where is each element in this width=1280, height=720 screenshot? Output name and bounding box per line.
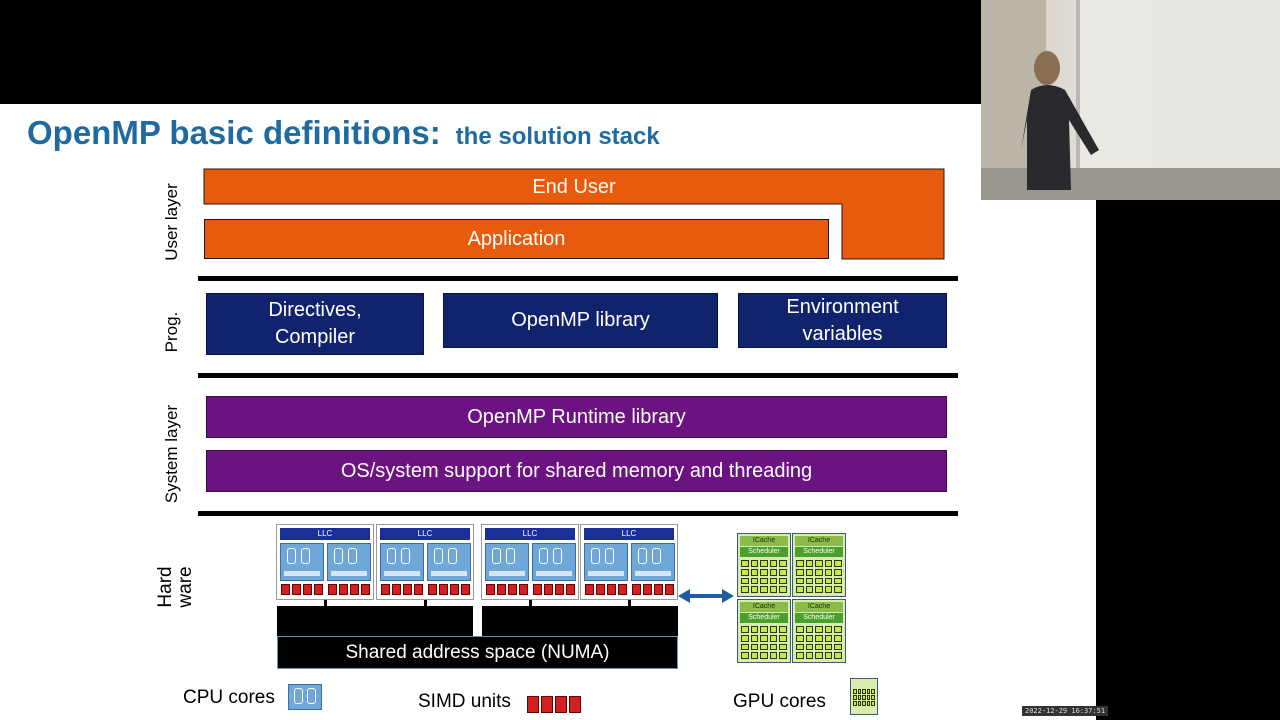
memory-link — [529, 600, 532, 608]
gpu-scheduler: Scheduler — [795, 613, 843, 623]
legend-gpu-label: GPU cores — [733, 691, 826, 712]
shared-address-space: Shared address space (NUMA) — [277, 636, 678, 669]
simd-units — [281, 584, 323, 595]
openmp-library-box: OpenMP library — [443, 293, 718, 348]
cpu-core — [280, 543, 324, 581]
application-box: Application — [204, 219, 829, 259]
simd-units — [428, 584, 470, 595]
prog-layer-label: Prog. — [162, 311, 181, 353]
cpu-core — [427, 543, 471, 581]
gpu-icache: ICache — [795, 536, 843, 546]
system-layer-label: System layer — [162, 404, 181, 504]
hardware-label-line1: Hard — [155, 566, 176, 608]
cpu-core — [380, 543, 424, 581]
gpu-icache: ICache — [740, 602, 788, 612]
title-main: OpenMP basic definitions: — [27, 114, 441, 151]
slide-title: OpenMP basic definitions: the solution s… — [27, 114, 660, 152]
gpu-scheduler: Scheduler — [740, 613, 788, 623]
simd-units — [585, 584, 627, 595]
directives-compiler-box: Directives, Compiler — [206, 293, 424, 355]
video-timestamp: 2022-12-29 16:37:51 — [1022, 706, 1109, 716]
simd-units — [328, 584, 370, 595]
presenter-figure — [981, 0, 1280, 200]
cpu-core — [485, 543, 529, 581]
simd-units — [486, 584, 528, 595]
simd-units — [533, 584, 575, 595]
gpu-scheduler: Scheduler — [795, 547, 843, 557]
separator-1 — [198, 276, 958, 281]
legend-simd-label: SIMD units — [418, 691, 511, 712]
llc-cache: LLC — [485, 528, 575, 540]
llc-cache: LLC — [280, 528, 370, 540]
memory-link — [424, 600, 427, 608]
cpu-core — [327, 543, 371, 581]
os-support-box: OS/system support for shared memory and … — [206, 450, 947, 492]
memory-link — [324, 600, 327, 608]
simd-unit-icon — [527, 696, 581, 713]
cpu-core — [584, 543, 628, 581]
memory-bank-right — [482, 606, 678, 638]
gpu-scheduler: Scheduler — [740, 547, 788, 557]
gpu-icache: ICache — [795, 602, 843, 612]
cpu-socket: LLC — [376, 524, 474, 600]
hardware-label-line2: ware — [175, 566, 196, 608]
title-subtitle: the solution stack — [455, 123, 660, 150]
legend-cpu-label: CPU cores — [183, 687, 275, 708]
simd-units — [381, 584, 423, 595]
hardware-layer-label: Hard ware — [155, 566, 196, 608]
directives-line1: Directives, — [268, 299, 362, 321]
llc-cache: LLC — [584, 528, 674, 540]
runtime-library-box: OpenMP Runtime library — [206, 396, 947, 438]
simd-units — [632, 584, 674, 595]
separator-2 — [198, 373, 958, 378]
cpu-socket: LLC — [580, 524, 678, 600]
cpu-socket: LLC — [481, 524, 579, 600]
memory-bank-left — [277, 606, 473, 638]
cpu-core-icon — [288, 684, 322, 710]
gpu-icache: ICache — [740, 536, 788, 546]
bidirectional-arrow-icon — [678, 589, 734, 603]
slide: OpenMP basic definitions: the solution s… — [0, 104, 1096, 720]
env-line2: variables — [802, 322, 883, 345]
separator-3 — [198, 511, 958, 516]
gpu-core-icon — [850, 678, 878, 715]
cpu-socket: LLC — [276, 524, 374, 600]
memory-link — [628, 600, 631, 608]
env-line1: Environment — [786, 295, 899, 318]
environment-variables-box: Environment variables — [738, 293, 947, 348]
cpu-core — [532, 543, 576, 581]
end-user-box: End User — [532, 175, 616, 198]
cpu-core — [631, 543, 675, 581]
llc-cache: LLC — [380, 528, 470, 540]
presenter-video — [981, 0, 1280, 200]
end-user-shape — [203, 168, 945, 260]
directives-line2: Compiler — [274, 326, 355, 348]
